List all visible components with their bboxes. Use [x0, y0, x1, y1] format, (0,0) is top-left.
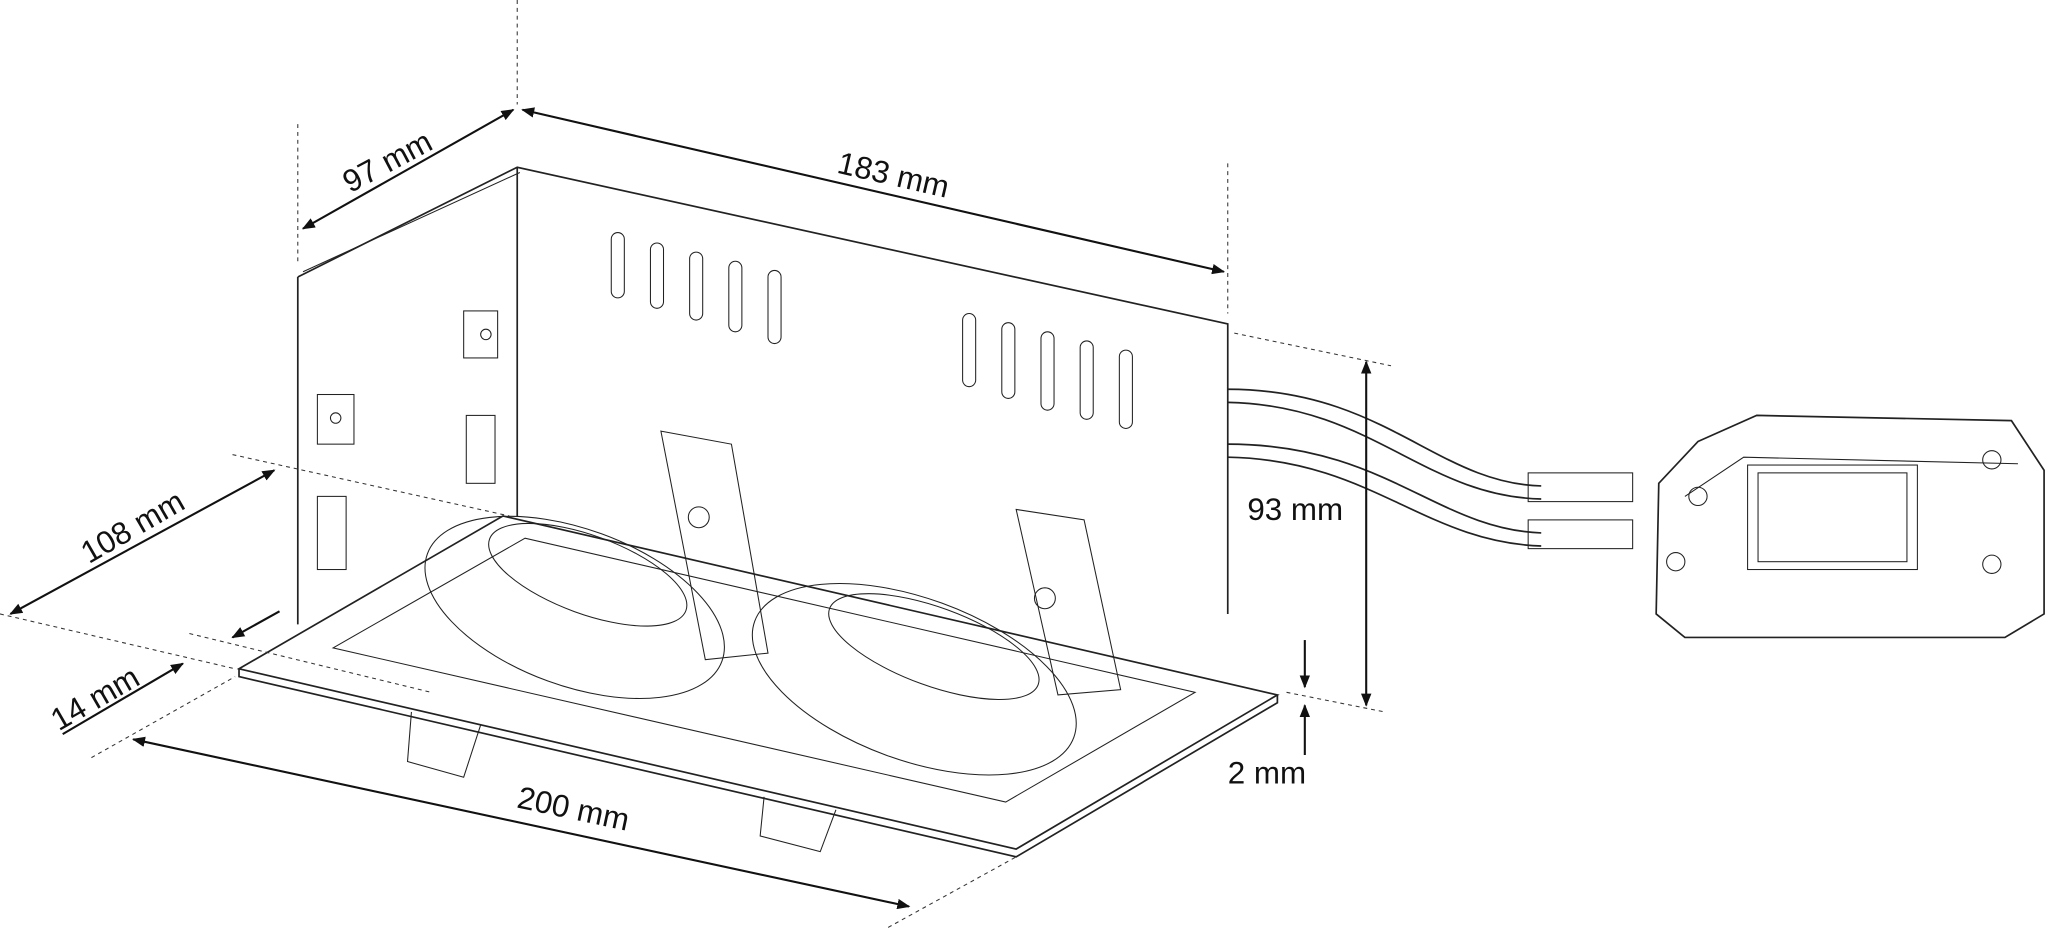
extension-lines: [0, 0, 1392, 928]
dimension-label-height: 93 mm: [1247, 492, 1343, 527]
dimension-label-depth: 97 mm: [337, 124, 438, 200]
trim-frame: [236, 430, 1280, 858]
vent-slots: [610, 232, 1133, 429]
dimension-label-trim-thickness: 2 mm: [1228, 756, 1306, 791]
driver-box: [1527, 414, 2045, 639]
dimension-arrows: [9, 107, 1372, 910]
dimension-label-width: 108 mm: [75, 483, 191, 570]
dimension-label-flange: 14 mm: [45, 659, 145, 737]
housing-box: [296, 166, 1229, 625]
cables: [1227, 388, 1542, 547]
dimension-label-trim-length: 200 mm: [514, 780, 632, 838]
